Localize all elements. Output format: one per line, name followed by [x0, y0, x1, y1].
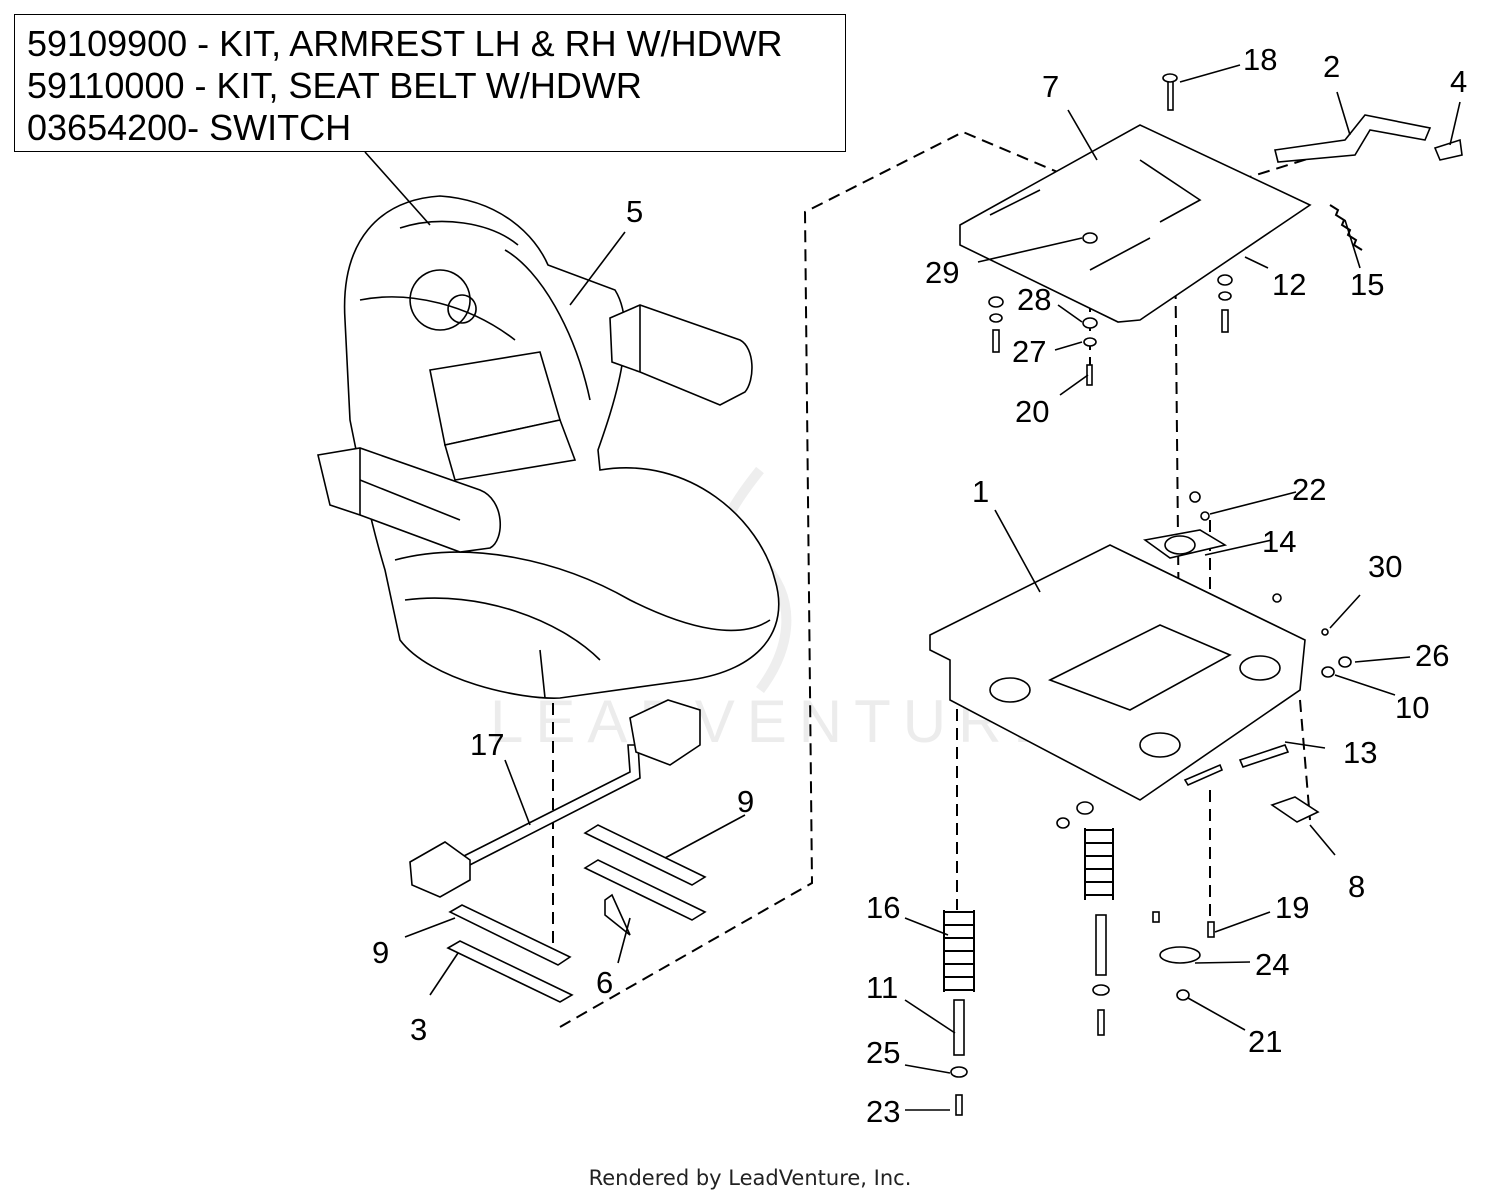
kit-note-seat-belt: 59110000 - KIT, SEAT BELT W/HDWR	[27, 65, 642, 106]
callout-28: 28	[1017, 282, 1051, 317]
callout-1: 1	[972, 474, 989, 509]
kit-notes-box: 59109900 - KIT, ARMREST LH & RH W/HDWR 5…	[14, 14, 846, 152]
callout-17: 17	[470, 727, 504, 762]
callout-21: 21	[1248, 1024, 1282, 1059]
spring-15	[1329, 204, 1363, 251]
callout-18: 18	[1243, 42, 1277, 77]
callout-15: 15	[1350, 267, 1384, 302]
suspension-base	[929, 529, 1306, 801]
armrest-left	[317, 447, 501, 553]
seat	[343, 195, 780, 699]
kit-note-switch: 03654200- SWITCH	[27, 107, 352, 148]
spring-lower	[1084, 828, 1114, 900]
footer-credit: Rendered by LeadVenture, Inc.	[588, 1166, 912, 1190]
callout-3: 3	[410, 1012, 427, 1047]
callout-19: 19	[1275, 890, 1309, 925]
callout-9-lower: 9	[372, 935, 389, 970]
spring-16	[943, 910, 975, 992]
callout-9-upper: 9	[737, 784, 754, 819]
adjust-lever	[1274, 114, 1463, 163]
callout-8: 8	[1348, 869, 1365, 904]
callout-26: 26	[1415, 638, 1449, 673]
callout-20: 20	[1015, 394, 1049, 429]
callout-29: 29	[925, 255, 959, 290]
callout-12: 12	[1272, 267, 1306, 302]
callout-16: 16	[866, 890, 900, 925]
callout-22: 22	[1292, 472, 1326, 507]
callout-27: 27	[1012, 334, 1046, 369]
callout-10: 10	[1395, 690, 1429, 725]
callout-numbers: 1 2 3 4 5 6 7 8 9 9 10 11 12 13 14 15 16…	[372, 42, 1467, 1129]
armrest-right	[609, 304, 753, 406]
callout-30: 30	[1368, 549, 1402, 584]
callout-7: 7	[1042, 69, 1059, 104]
callout-5: 5	[626, 194, 643, 229]
callout-4: 4	[1450, 64, 1467, 99]
callout-13: 13	[1343, 735, 1377, 770]
callout-6: 6	[596, 965, 613, 1000]
callout-2: 2	[1323, 49, 1340, 84]
callout-11: 11	[866, 970, 898, 1005]
seat-belt	[409, 699, 701, 898]
callout-25: 25	[866, 1035, 900, 1070]
spacer-plates	[446, 824, 707, 1003]
kit-note-armrest: 59109900 - KIT, ARMREST LH & RH W/HDWR	[27, 23, 783, 64]
seat-plate	[959, 124, 1312, 323]
callout-24: 24	[1255, 947, 1289, 982]
hardware	[950, 73, 1352, 1116]
callout-14: 14	[1262, 524, 1296, 559]
leader-lines	[364, 64, 1461, 1111]
callout-23: 23	[866, 1094, 900, 1129]
